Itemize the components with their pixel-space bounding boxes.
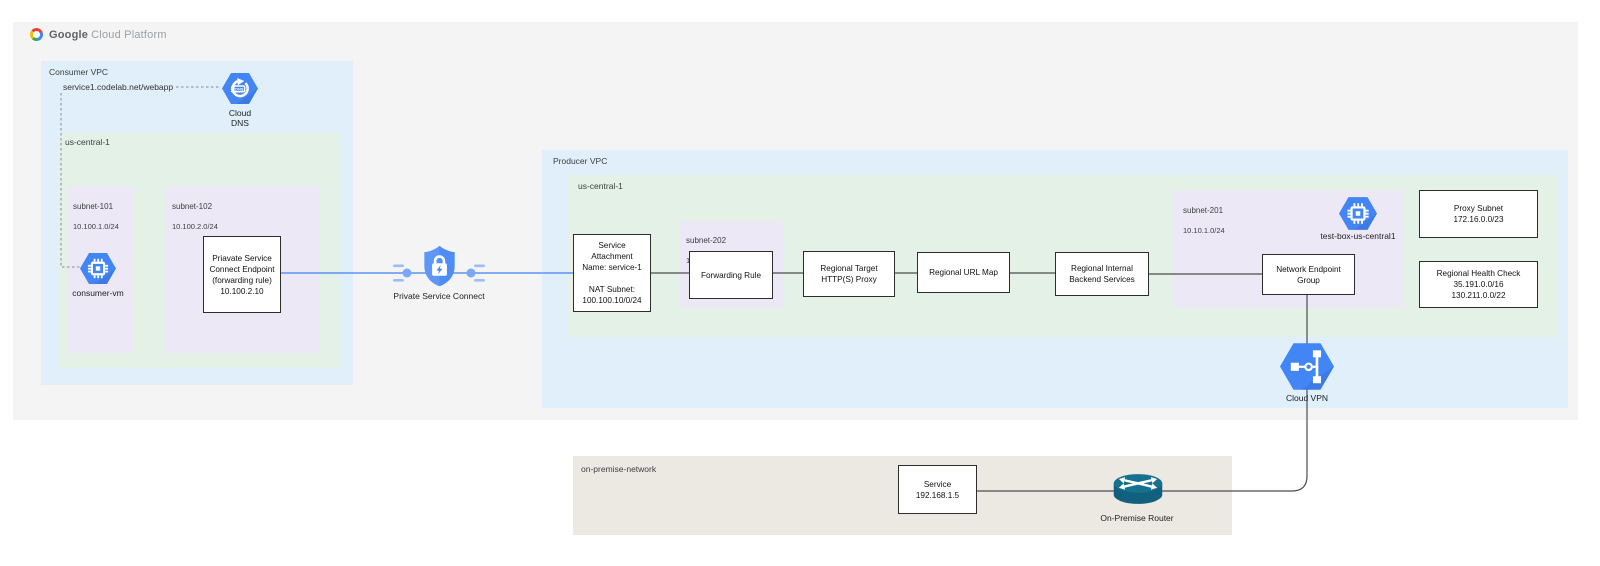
on-premise-router-icon — [1110, 470, 1166, 508]
subnet-202-name: subnet-202 — [686, 236, 727, 245]
regional-backend-services-node: Regional Internal Backend Services — [1055, 252, 1149, 296]
cloud-dns-label: Cloud DNS — [228, 108, 252, 128]
on-premise-network-label: on-premise-network — [581, 464, 657, 474]
subnet-101-cidr: 10.100.1.0/24 — [73, 222, 119, 231]
service-attachment-node: Service Attachment Name: service-1 NAT S… — [573, 234, 651, 312]
consumer-vm-icon — [80, 253, 116, 284]
gcp-header: Google Cloud Platform — [30, 28, 167, 41]
dns-badge-text: DNS — [235, 86, 244, 91]
consumer-region-label: us-central-1 — [65, 137, 110, 147]
consumer-vm-label: consumer-vm — [72, 288, 124, 298]
subnet-201-cidr: 10.10.1.0/24 — [1183, 226, 1225, 235]
test-box-vm-icon — [1339, 197, 1377, 230]
cloud-dns-icon: DNS — [222, 72, 258, 105]
subnet-102-cidr: 10.100.2.0/24 — [172, 222, 218, 231]
subnet-201-name: subnet-201 — [1183, 206, 1224, 215]
dns-record-text: service1.codelab.net/webapp — [63, 82, 174, 92]
brand-google: Google — [49, 28, 89, 41]
test-box-vm-label: test-box-us-central1 — [1320, 231, 1396, 241]
private-service-connect-label: Private Service Connect — [393, 291, 485, 301]
subnet-102-label: subnet-102 10.100.2.0/24 — [172, 192, 218, 232]
network-endpoint-group-node: Network Endpoint Group — [1262, 254, 1355, 295]
on-premise-router-label: On-Premise Router — [1100, 513, 1174, 523]
cloud-vpn-icon — [1280, 343, 1334, 390]
subnet-102-name: subnet-102 — [172, 202, 213, 211]
forwarding-rule-node: Forwarding Rule — [689, 251, 773, 299]
brand-cloud-platform: Cloud Platform — [91, 28, 167, 41]
proxy-subnet-node: Proxy Subnet 172.16.0.0/23 — [1419, 190, 1538, 238]
subnet-201-label: subnet-201 10.10.1.0/24 — [1183, 196, 1225, 236]
subnet-101-name: subnet-101 — [73, 202, 114, 211]
regional-target-proxy-node: Regional Target HTTP(S) Proxy — [803, 251, 895, 297]
psc-endpoint-node: Priavate Service Connect Endpoint (forwa… — [203, 236, 281, 313]
subnet-101-label: subnet-101 10.100.1.0/24 — [73, 192, 119, 232]
regional-health-check-node: Regional Health Check 35.191.0.0/16 130.… — [1419, 261, 1538, 308]
brand-text: Google Cloud Platform — [49, 29, 167, 41]
private-service-connect-icon — [421, 244, 458, 288]
regional-url-map-node: Regional URL Map — [917, 252, 1010, 293]
producer-vpc-label: Producer VPC — [553, 156, 608, 166]
cloud-vpn-label: Cloud VPN — [1285, 393, 1329, 403]
producer-region-label: us-central-1 — [578, 181, 623, 191]
on-premise-service-node: Service 192.168.1.5 — [898, 465, 977, 514]
google-cloud-logo-icon — [30, 28, 43, 41]
consumer-vpc-label: Consumer VPC — [49, 67, 109, 77]
